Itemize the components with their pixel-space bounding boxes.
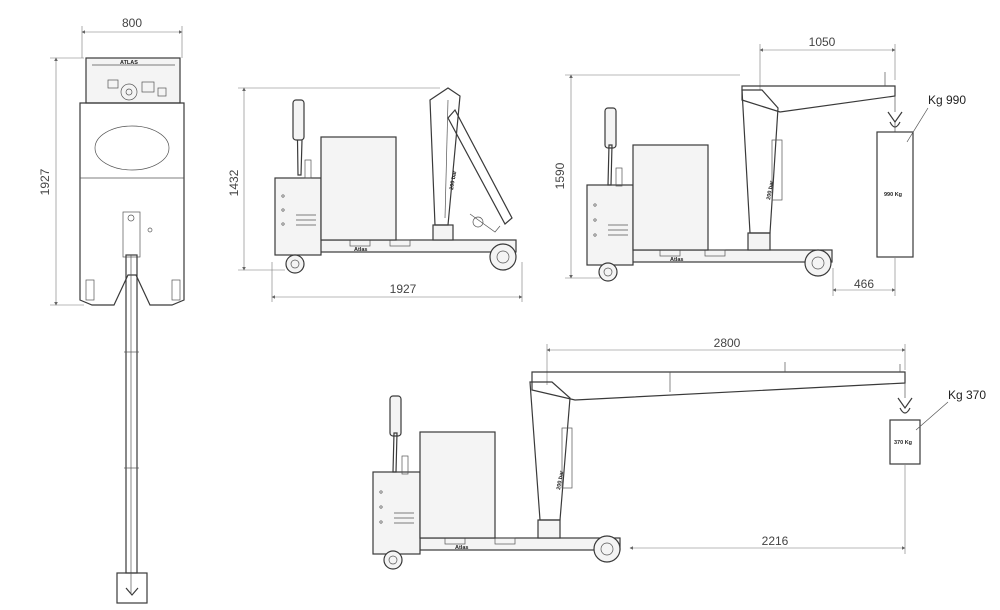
- side-view-retracted: 1432 1927 Atlas 200 bar: [227, 87, 523, 302]
- extended-overhang-dim: 2216: [762, 534, 789, 548]
- retracted-height-dim: 1432: [227, 169, 241, 196]
- raised-weight-label: 990 Kg: [884, 192, 902, 198]
- extended-reach-dim: 2800: [714, 336, 741, 350]
- side-view-raised: 1050 1590 466 Atlas: [553, 35, 966, 296]
- retracted-base-label: Atlas: [354, 247, 367, 253]
- top-view: 800 1927 ATLAS: [38, 16, 185, 604]
- retracted-length-dim: 1927: [390, 282, 417, 296]
- side-view-extended: 2800 2216 Atlas 200 bar: [372, 336, 986, 570]
- extended-load-label: Kg 370: [948, 388, 986, 402]
- extended-base-label: Atlas: [455, 545, 468, 551]
- retracted-cylinder-label: 200 bar: [449, 169, 458, 190]
- extended-weight-label: 370 Kg: [894, 440, 912, 446]
- raised-reach-dim: 1050: [809, 35, 836, 49]
- raised-height-dim: 1590: [553, 162, 567, 189]
- raised-overhang-dim: 466: [854, 277, 874, 291]
- extended-cylinder-label: 200 bar: [556, 469, 565, 490]
- top-brand-label: ATLAS: [120, 60, 138, 66]
- top-length-dim: 1927: [38, 168, 52, 195]
- raised-cylinder-label: 200 bar: [766, 179, 775, 200]
- raised-base-label: Atlas: [670, 257, 683, 263]
- top-width-dim: 800: [122, 16, 142, 30]
- raised-load-label: Kg 990: [928, 93, 966, 107]
